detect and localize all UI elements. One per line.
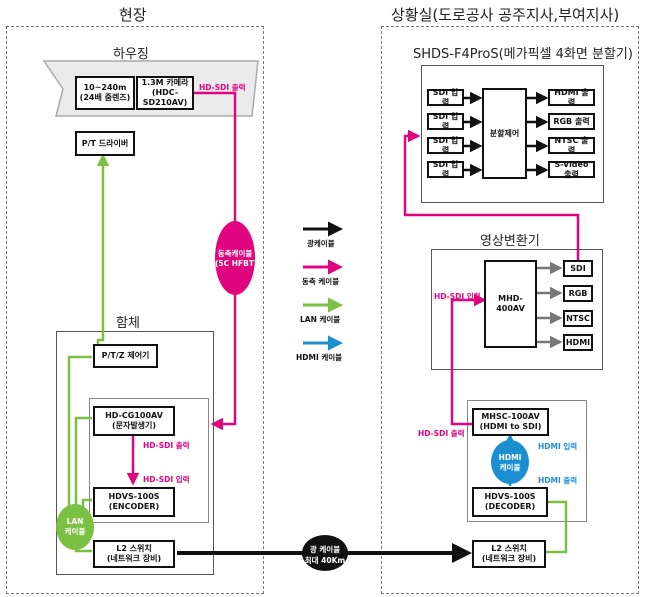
legend-hdmi-label: HDMI 케이블	[296, 353, 343, 362]
lan-cable-badge	[56, 504, 94, 550]
enclosure-hdsdi-out-label: HD-SDI 출력	[143, 441, 190, 450]
split-control-device: 분할제어	[482, 88, 527, 179]
field-title: 현장	[119, 6, 147, 24]
lan-line-ptz	[67, 355, 92, 540]
shds-output-rgb: RGB 출력	[548, 113, 595, 130]
converter-output-ntsc: NTSC	[563, 310, 593, 327]
mhd-400av-device: MHD-400AV	[484, 260, 537, 348]
control-switch-device: L2 스위치(네트워크 장비)	[472, 540, 546, 568]
lan-line-decoder	[545, 500, 568, 554]
enclosure-hdsdi-in-label: HD-SDI 입력	[143, 475, 190, 484]
field-region	[6, 26, 264, 594]
shds-title: SHDS-F4ProS(메가픽셀 4화면 분할기)	[413, 47, 633, 62]
shds-output-hdmi: HDMI 출력	[548, 88, 595, 107]
decoder-device: HDVS-100S(DECODER)	[472, 487, 548, 517]
shds-input-2: SDI 입력	[427, 112, 464, 131]
lan-line-cg	[74, 416, 92, 540]
coax-line-sdi-to-shds	[403, 129, 580, 260]
field-switch-device: L2 스위치(네트워크 장비)	[93, 540, 175, 568]
cg-device: HD-CG100AV(문자발생기)	[93, 406, 175, 436]
converter-output-rgb: RGB	[563, 285, 593, 302]
receiver-hdmi-out-label: HDMI 출력	[538, 476, 578, 485]
shds-input-4: SDI 입력	[427, 160, 464, 179]
lan-line-ptz-to-pt	[96, 153, 110, 355]
pt-driver-device: P/T 드라이버	[75, 131, 135, 156]
legend-optical-label: 광케이블	[307, 239, 335, 248]
control-room-title: 상황실(도로공사 공주지사,부여지사)	[391, 6, 620, 24]
shds-input-3: SDI 입력	[427, 136, 464, 155]
housing-hdsdi-out-label: HD-SDI 출력	[199, 83, 246, 92]
optical-cable-badge	[302, 535, 348, 571]
converter-title: 영상변환기	[480, 234, 540, 249]
shds-output-svideo: S-Video 출력	[548, 160, 595, 179]
converter-hdsdi-in-label: HD-SDI 입력	[434, 292, 481, 301]
shds-input-1: SDI 입력	[427, 88, 464, 107]
lens-device: 10~240m(24배 줌렌즈)	[75, 76, 135, 110]
legend-coax-label: 동축 케이블	[302, 277, 340, 286]
receiver-hdmi-in-label: HDMI 입력	[538, 442, 578, 451]
housing-title: 하우징	[113, 47, 149, 62]
hdmi-cable-badge	[491, 440, 529, 484]
legend-lan-label: LAN 케이블	[300, 315, 341, 324]
coax-cable-badge	[215, 221, 255, 295]
camera-device: 1.3M 카메라(HDC-SD210AV)	[136, 76, 194, 110]
coax-line-mhsc-to-mhd	[450, 293, 487, 426]
converter-output-sdi: SDI	[563, 260, 593, 277]
receiver-hdsdi-out-label: HD-SDI 출력	[418, 429, 465, 438]
coax-cable-badge-label: 동축케이블(5C HFBT)	[215, 249, 258, 268]
control-room-region	[381, 26, 639, 594]
encoder-device: HDVS-100S(ENCODER)	[93, 487, 175, 517]
shds-output-ntsc: NTSC 출력	[548, 136, 595, 155]
ptz-controller-device: P/T/Z 제어기	[93, 344, 158, 368]
mhsc-device: MHSC-100AV(HDMI to SDI)	[472, 408, 549, 436]
enclosure-title: 함체	[116, 316, 140, 331]
converter-output-hdmi: HDMI	[563, 334, 593, 351]
